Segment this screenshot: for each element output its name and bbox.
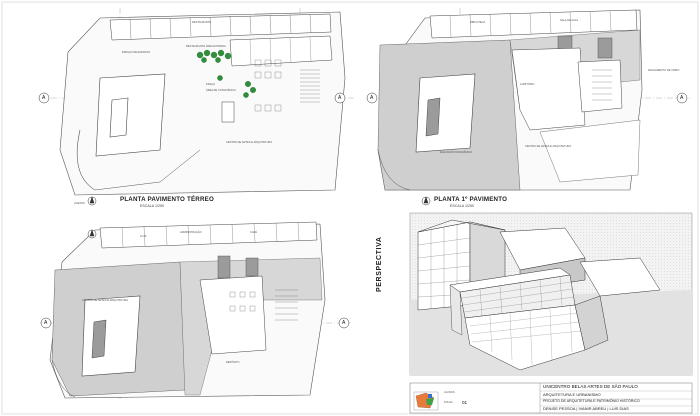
room-label: SALA DE AULA [560,19,579,22]
room-label: CENTRO DE ARTES E ARQUITETURA [525,145,572,148]
section-marker-label: A [680,95,684,101]
room-label: RESTAURANTE ÁREA EXTERNA [186,45,226,48]
north-arrow-icon [87,196,431,239]
perspective-view [409,212,693,376]
room-label: CENTRO DE ARTES E ARQUITETURA [226,141,273,144]
room-label: CENTRO DE ARTES E ARQUITETURA [82,299,129,302]
plan-second-floor [49,221,326,399]
room-label: LOJA [140,235,147,238]
plan-first-floor [377,9,643,191]
room-label: FECHAMENTO DE VIDRO [648,69,680,72]
room-label: ACESSO [74,202,85,205]
room-label: BIBLIOTECA [470,21,486,24]
room-label: ELEVADOR PANORÂMICO [440,151,473,154]
room-label: ESPAÇO DE EVENTOS [122,51,151,54]
section-marker-label: A [42,95,46,101]
room-label: AUDITÓRIO [520,83,535,86]
title-block-course: ARQUITETURA E URBANISMO [543,392,601,397]
plan-first-floor-scale: ESCALA 1/250 [450,204,474,208]
title-block-students: DENISE PESSOA | IVANIR ABREU | LUIS DIAS [543,406,629,411]
title-block-sheet-number: 01 [462,400,468,405]
section-marker-label: A [44,320,48,326]
title-block-sheet-label: FOLHA [444,401,453,404]
room-label: ÁREA DE CONVIVÊNCIA [206,89,236,92]
plan-first-floor-title: PLANTA 1º PAVIMENTO [434,196,508,203]
title-block-project: PROJETO DE ARQUITETURA E PATRIMÔNIO HIST… [543,399,640,403]
title-block-students-label: ALUNOS [444,391,455,394]
plan-ground-floor-title: PLANTA PAVIMENTO TÉRREO [120,196,214,203]
section-marker-label: A [338,95,342,101]
room-label: CAFÉ [250,231,257,234]
room-label: PRAÇA [206,83,215,86]
plan-ground-floor [59,11,346,196]
perspective-title: PERSPECTIVA [376,236,383,292]
room-label: RESTAURANTE [192,21,212,24]
room-label: ADMINISTRAÇÃO [180,231,202,234]
section-marker-label: A [342,320,346,326]
section-markers [38,92,688,329]
plan-ground-floor-scale: ESCALA 1/250 [140,204,164,208]
room-label: DEPÓSITO [226,361,240,364]
title-block-institution: UNICENTRO BELAS ARTES DE SÃO PAULO [543,384,638,389]
title-block-frame [409,382,693,414]
section-marker-label: A [370,95,374,101]
